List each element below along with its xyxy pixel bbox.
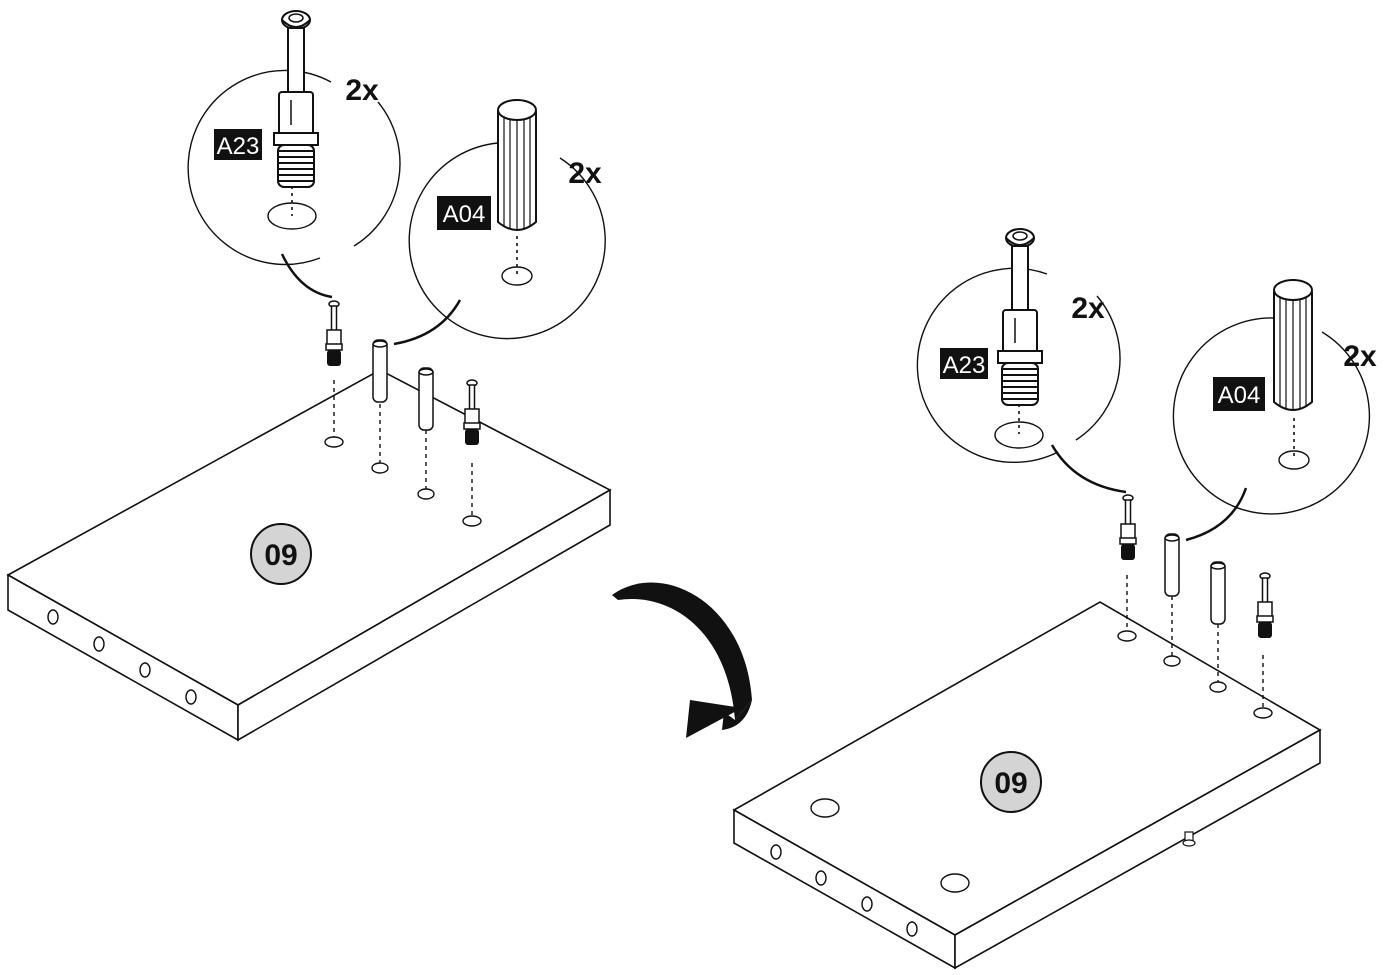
cam-bolt xyxy=(463,379,481,446)
dowel xyxy=(418,367,434,431)
dowel xyxy=(1164,533,1180,597)
cam-bolt xyxy=(1256,572,1274,639)
edge-holes xyxy=(47,609,197,705)
part-number-label: 09 xyxy=(264,539,297,572)
top-holes xyxy=(324,436,482,527)
quantity-label: 2x xyxy=(1071,292,1105,325)
dowel xyxy=(1210,561,1226,625)
quantity-label: 2x xyxy=(1343,340,1377,373)
guide-lines xyxy=(1126,575,1264,708)
detail-callout-dowel: A04 2x xyxy=(1172,279,1377,542)
right-assembly: 09 A23 2x xyxy=(732,228,1377,970)
panel-09-left: 09 xyxy=(6,369,612,742)
left-assembly: 09 A23 2x xyxy=(6,10,612,742)
detail-callout-cam-bolt: A23 2x xyxy=(187,10,401,299)
detail-callout-dowel: A04 2x xyxy=(393,99,606,346)
panel-09-right: 09 xyxy=(732,601,1322,970)
part-badge: 09 xyxy=(980,751,1042,813)
edge-holes xyxy=(770,844,918,937)
code-label-a23: A23 xyxy=(217,133,260,160)
detail-callout-cam-bolt: A23 2x xyxy=(916,228,1127,494)
flip-arrow-icon xyxy=(612,582,752,738)
code-label-bg xyxy=(214,129,262,160)
code-label-bg xyxy=(437,196,491,230)
code-label-a04: A04 xyxy=(1218,382,1261,409)
code-label-bg xyxy=(1213,377,1265,411)
cam-bolt xyxy=(1119,494,1137,561)
top-holes xyxy=(1117,630,1273,719)
part-badge: 09 xyxy=(250,523,312,585)
quantity-label: 2x xyxy=(345,74,379,107)
part-number-label: 09 xyxy=(994,767,1027,800)
code-label-a04: A04 xyxy=(443,201,486,228)
code-label-bg xyxy=(940,348,988,379)
cam-bolt xyxy=(325,300,343,367)
dowel xyxy=(372,339,388,403)
guide-lines xyxy=(333,380,473,516)
bolt-tips-below xyxy=(1182,831,1196,847)
code-label-a23: A23 xyxy=(943,352,986,379)
cam-holes xyxy=(810,798,970,893)
quantity-label: 2x xyxy=(568,157,602,190)
